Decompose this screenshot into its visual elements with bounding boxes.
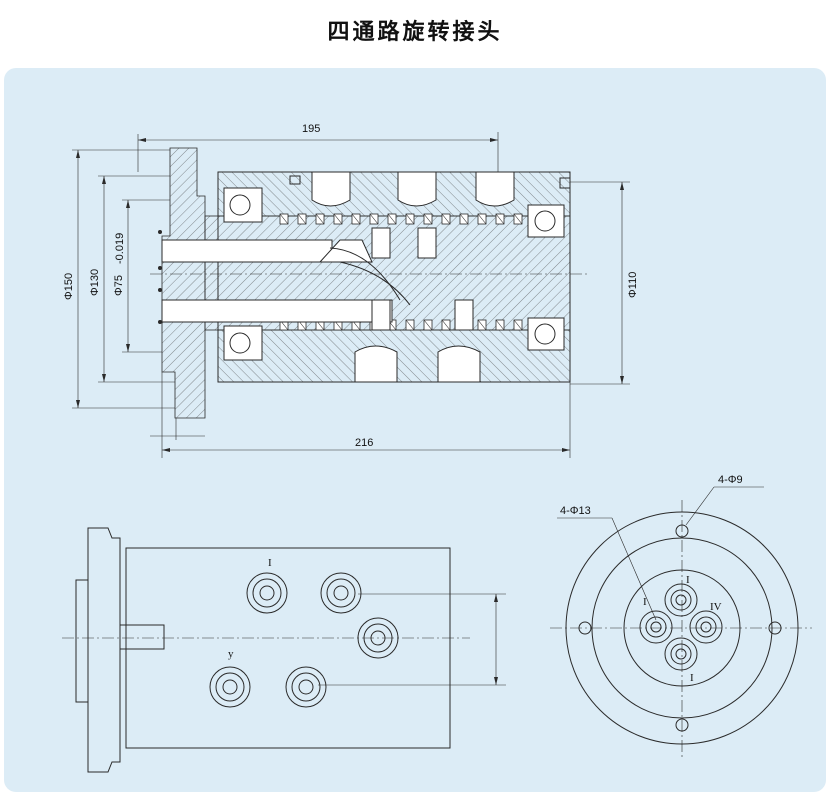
label-4-phi9: 4-Φ9: [718, 474, 743, 486]
flange: [161, 147, 206, 419]
end-port: [639, 610, 673, 644]
side-view: I y: [62, 527, 506, 773]
seal-ring-mark: [333, 213, 343, 225]
lower-ports: [354, 345, 481, 383]
seal-ring-mark: [423, 319, 433, 331]
end-view: 4-Φ13 4-Φ9 I I IV I: [550, 474, 812, 758]
side-port: [246, 572, 288, 614]
seal-ring-mark: [441, 213, 451, 225]
bearings: [223, 187, 565, 361]
side-mark-bottom: y: [228, 648, 234, 660]
bolt-hole: [578, 621, 592, 635]
bolt-hole: [768, 621, 782, 635]
seal-ring-mark: [369, 213, 379, 225]
dim-phi75: Φ75: [113, 275, 125, 296]
seal-ring-mark: [315, 213, 325, 225]
seal-ring-mark: [513, 213, 523, 225]
end-mark-bottom: I: [690, 672, 694, 684]
side-port: [357, 617, 399, 659]
seal-ring-mark: [513, 319, 523, 331]
upper-housing: [217, 171, 571, 217]
side-flange: [87, 527, 121, 773]
seal-row: [279, 213, 523, 331]
end-port: [664, 583, 698, 617]
upper-ports: [311, 171, 515, 207]
side-port: [209, 666, 251, 708]
side-port: [285, 666, 327, 708]
bolt-hole: [675, 718, 689, 732]
bolt-hole: [675, 524, 689, 538]
seal-ring-mark: [297, 213, 307, 225]
dimension-lines: [72, 132, 630, 458]
seal-ring-mark: [405, 213, 415, 225]
dim-195: 195: [302, 123, 320, 135]
end-mark-top: I: [686, 574, 690, 586]
internal-channels: [161, 227, 474, 331]
side-body: [125, 547, 451, 749]
seal-ring-mark: [495, 319, 505, 331]
end-mark-right: IV: [710, 601, 722, 613]
seal-ring-mark: [441, 319, 451, 331]
end-mark-left: I: [643, 596, 647, 608]
end-port: [689, 610, 723, 644]
seal-ring-mark: [477, 319, 487, 331]
dim-phi150: Φ150: [63, 273, 75, 300]
section-view: 195 216 Φ150 Φ130 Φ75 -0.019 Φ110: [63, 123, 639, 458]
dim-phi130: Φ130: [89, 269, 101, 296]
side-mark-top: I: [268, 557, 272, 569]
seal-ring-mark: [459, 213, 469, 225]
seal-ring-mark: [405, 319, 415, 331]
end-port: [664, 637, 698, 671]
dim-phi75-tolerance: -0.019: [114, 233, 126, 264]
seal-ring-mark: [279, 213, 289, 225]
flange-bolts: [158, 230, 162, 324]
seal-ring-mark: [423, 213, 433, 225]
seal-ring-mark: [387, 213, 397, 225]
side-port: [320, 572, 362, 614]
label-4-phi13: 4-Φ13: [560, 505, 591, 517]
dim-phi110: Φ110: [627, 272, 639, 298]
dim-216: 216: [355, 437, 373, 449]
page-title: 四通路旋转接头: [327, 20, 503, 45]
seal-ring-mark: [477, 213, 487, 225]
seal-ring-mark: [495, 213, 505, 225]
seal-ring-mark: [351, 213, 361, 225]
